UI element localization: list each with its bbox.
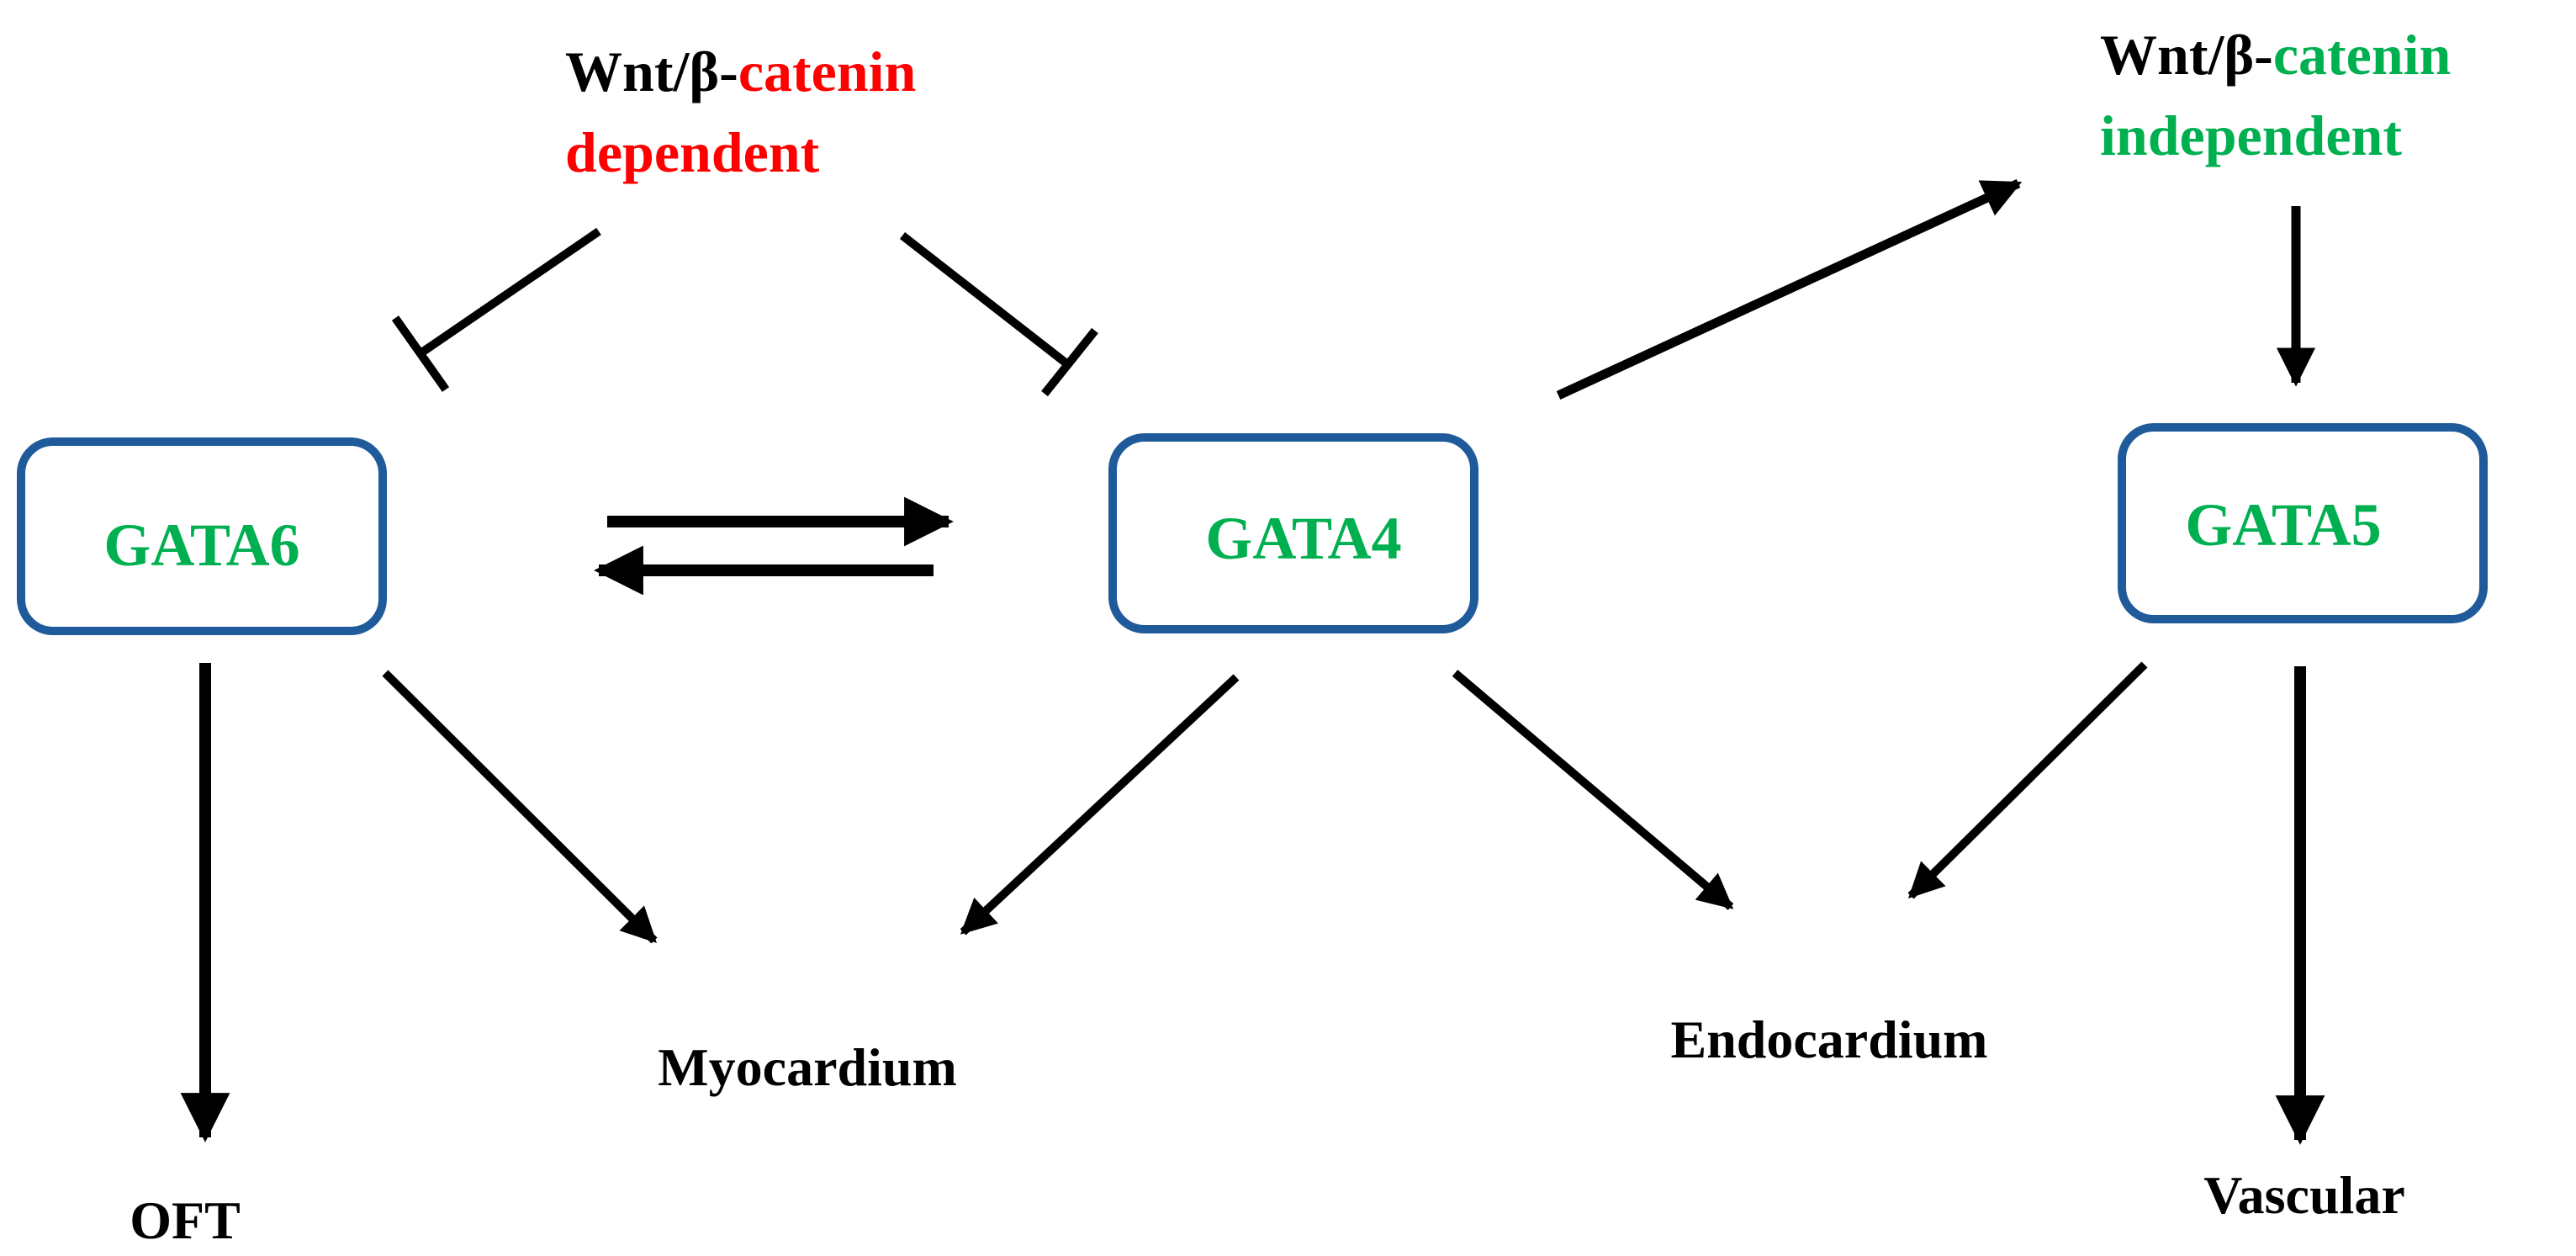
wnt-dependent-catenin: catenin: [738, 40, 917, 103]
myocardium-label: Myocardium: [658, 1037, 957, 1097]
wnt-dependent-label: Wnt/β-catenin dependent: [565, 40, 930, 184]
wnt-independent-catenin: catenin: [2273, 23, 2452, 87]
arrow-gata5-to-endocardium: [1907, 661, 2148, 899]
gata5-node: GATA5: [2118, 423, 2488, 623]
gata4-node: GATA4: [1108, 433, 1478, 633]
arrow-gata4-to-wnt-independent: [1556, 179, 2023, 400]
inhibition-to-gata4: [899, 232, 1098, 397]
wnt-dependent-qualifier: dependent: [565, 120, 820, 184]
gata6-node: GATA6: [17, 437, 387, 635]
arrow-gata6-to-myocardium: [382, 670, 658, 944]
wnt-independent-prefix: Wnt/β-: [2100, 23, 2273, 87]
wnt-independent-qualifier: independent: [2100, 103, 2402, 167]
inhibition-to-gata6: [391, 227, 601, 392]
oft-label: OFT: [130, 1190, 241, 1250]
gata6-label: GATA6: [103, 511, 299, 579]
wnt-dependent-prefix: Wnt/β-: [565, 40, 738, 103]
gata4-label: GATA4: [1205, 505, 1401, 572]
arrow-gata4-to-endocardium: [1452, 670, 1734, 910]
vascular-label: Vascular: [2203, 1165, 2404, 1225]
wnt-independent-label: Wnt/β-catenin independent: [2100, 23, 2465, 167]
arrow-gata4-to-myocardium: [960, 674, 1240, 935]
gata5-label: GATA5: [2185, 491, 2381, 559]
endocardium-label: Endocardium: [1671, 1010, 1988, 1069]
